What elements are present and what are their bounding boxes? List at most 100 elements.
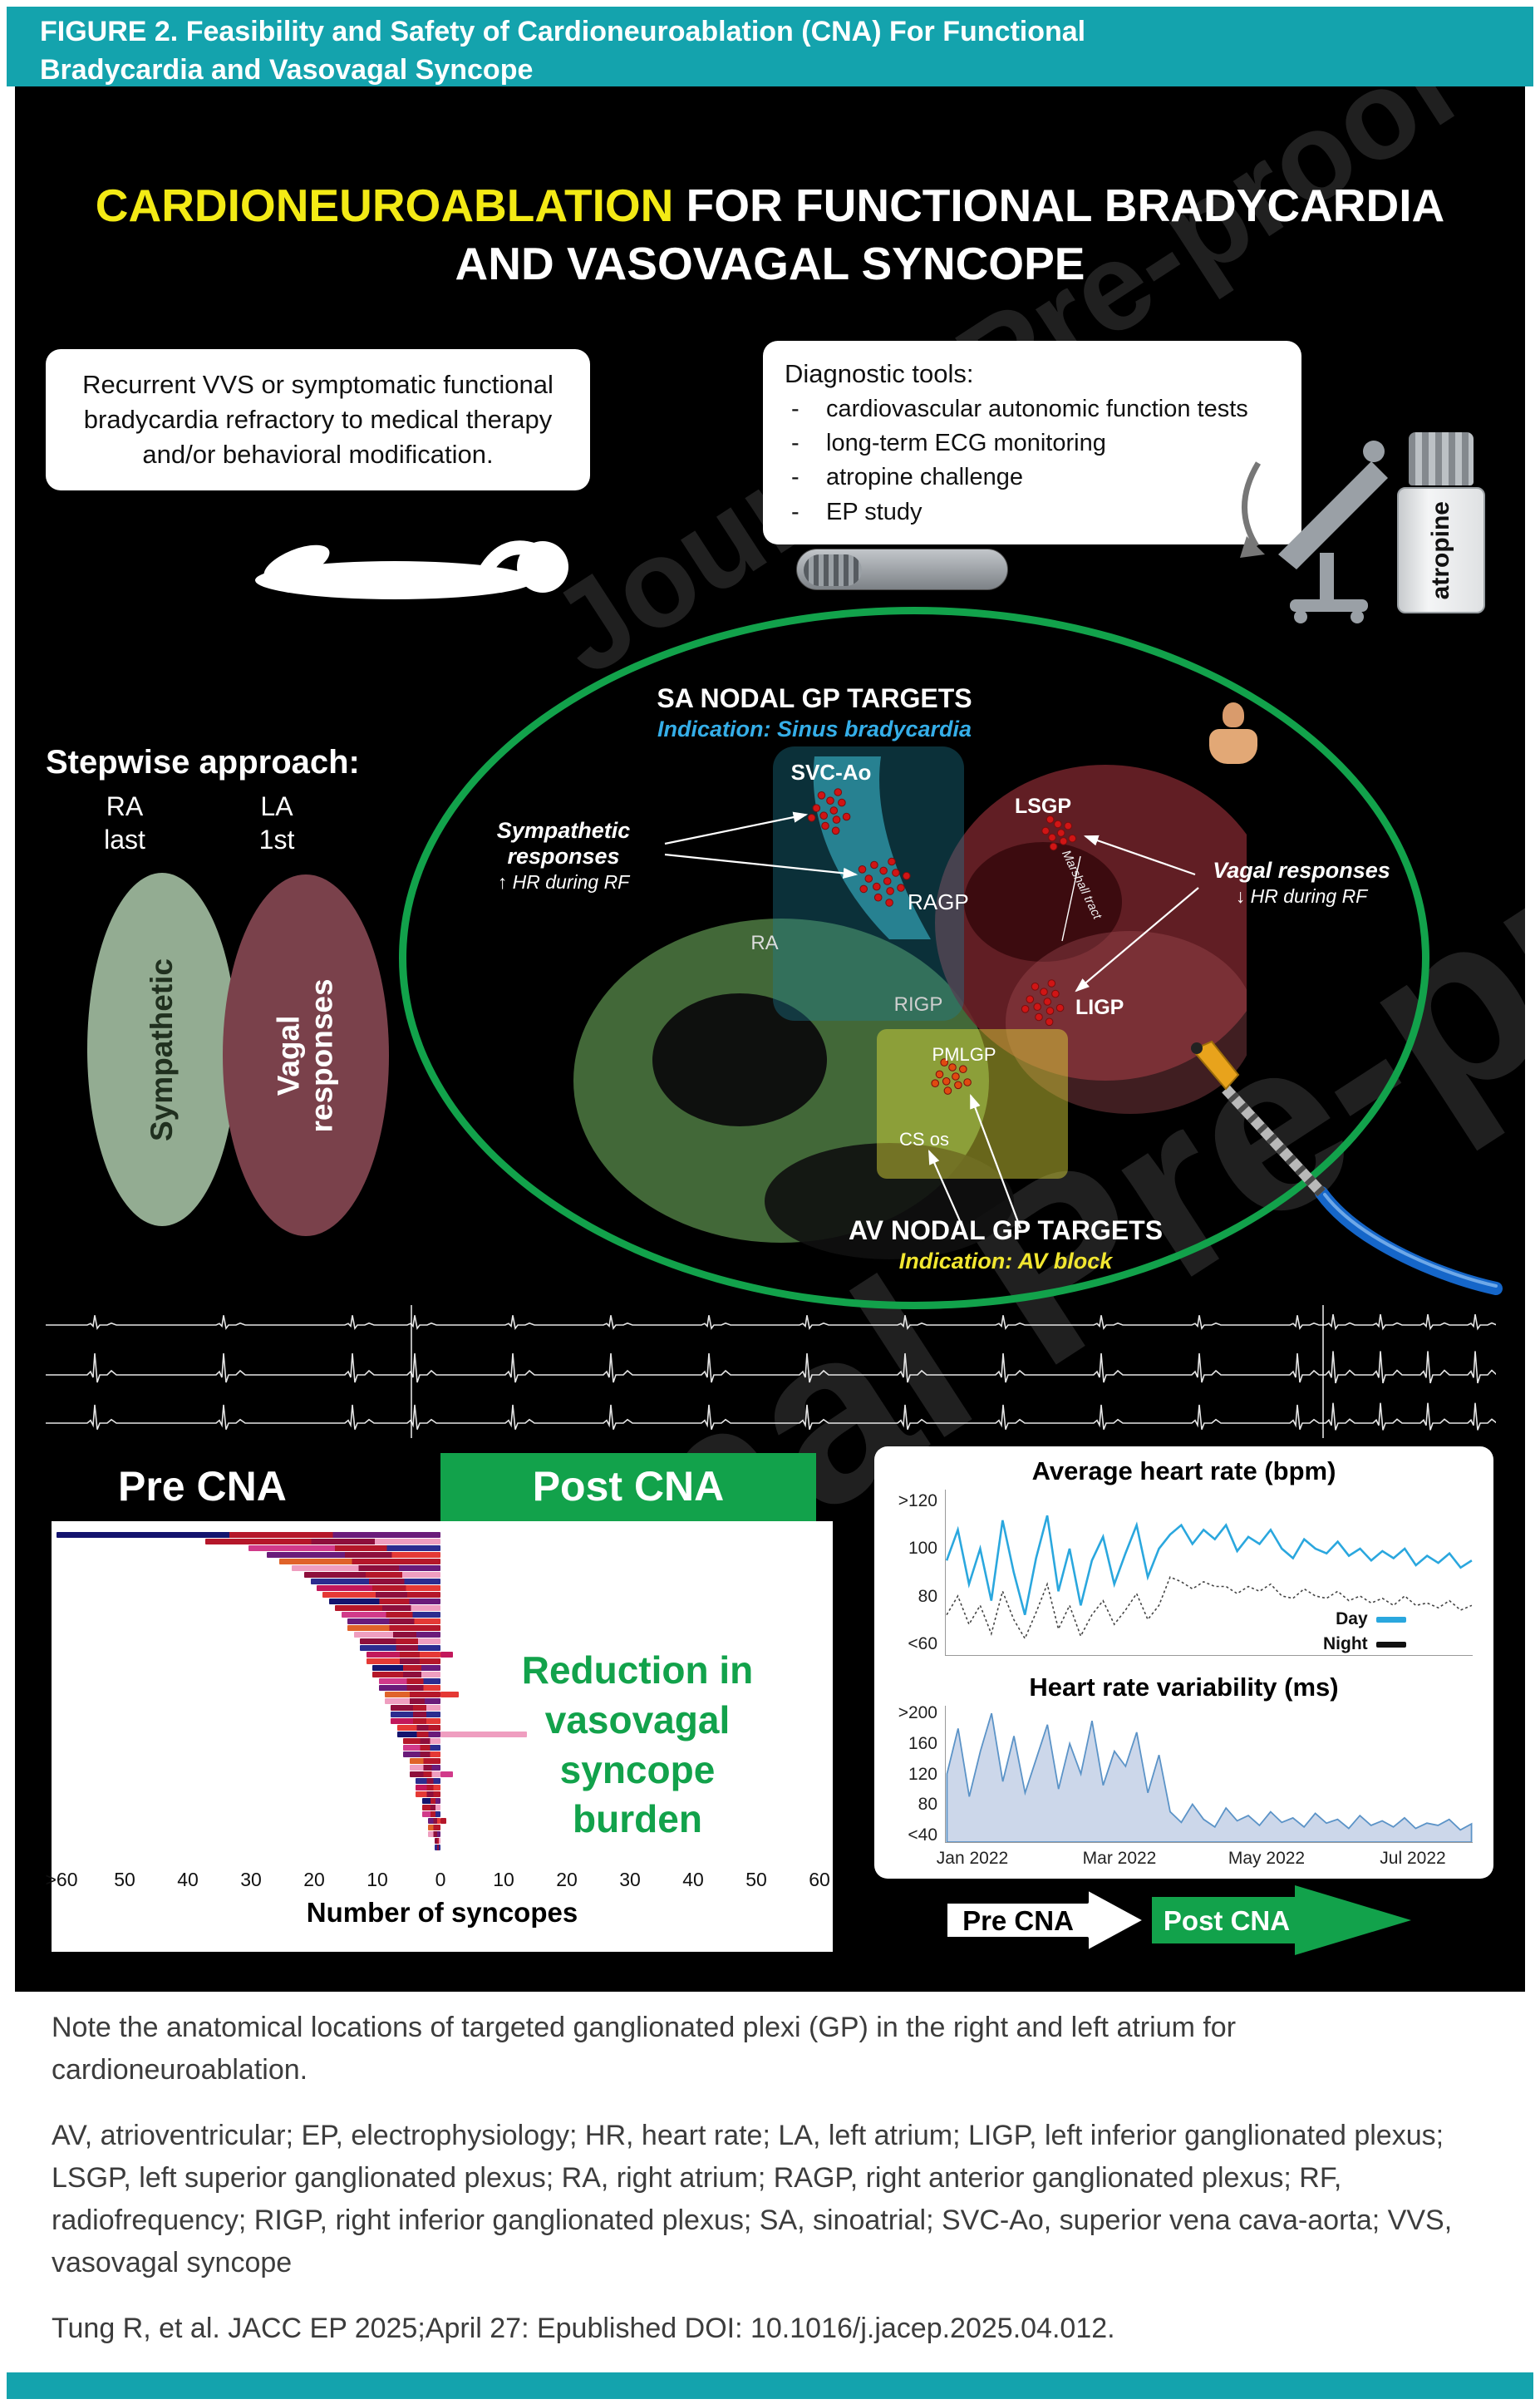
ecg-trace: [46, 1351, 1496, 1384]
ragp-label: RAGP: [908, 889, 969, 914]
axis-tick: 40: [177, 1869, 199, 1890]
syncope-bar-pre: [292, 1564, 440, 1571]
vial-label: atropine: [1427, 500, 1454, 600]
syncope-bar-post: [440, 1731, 528, 1737]
ra-step-label: RA last: [104, 791, 145, 855]
atropine-vial-icon: atropine: [1395, 432, 1488, 613]
syncope-bar-pre: [403, 1751, 440, 1757]
axis-tick: 10: [493, 1869, 514, 1890]
axis-tick: 30: [240, 1869, 262, 1890]
caption-note: Note the anatomical locations of targete…: [52, 2012, 1237, 2086]
syncope-bar-pre: [384, 1691, 440, 1697]
syncope-bar-row: [52, 1618, 833, 1624]
syncope-bar-pre: [204, 1538, 440, 1544]
loop-recorder-grid: [804, 554, 862, 586]
axis-tick: 20: [556, 1869, 578, 1890]
rigp-label: RIGP: [894, 993, 943, 1016]
ablation-catheter-icon: [1191, 1040, 1503, 1295]
y-tick: 80: [918, 1586, 937, 1606]
syncope-bar-pre: [353, 1631, 440, 1638]
axis-tick: 40: [682, 1869, 704, 1890]
syncope-bar-row: [52, 1671, 833, 1677]
syncope-chart: Reduction in vasovagal syncope burden >6…: [45, 1521, 833, 1952]
gp-cluster-svc: [807, 788, 851, 835]
syncope-bar-row: [52, 1711, 833, 1717]
hrv-chart: [945, 1706, 1473, 1843]
syncope-bar-pre: [391, 1711, 440, 1717]
syncope-bar-pre: [310, 1578, 440, 1584]
syncope-bar-pre: [391, 1717, 440, 1724]
lsgp-label: LSGP: [1015, 795, 1071, 818]
sympathetic-responses-note: Sympathetic responses ↑ HR during RF: [496, 818, 631, 893]
patient-lying-icon: [255, 540, 568, 599]
syncope-bar-post: [440, 1651, 453, 1658]
syncope-bar-row: [52, 1531, 833, 1538]
vagal-responses-note: Vagal responses ↓ HR during RF: [1213, 858, 1390, 907]
diagnostic-tools-title: Diagnostic tools:: [785, 359, 974, 388]
syncope-bar-row: [52, 1757, 833, 1764]
syncope-bar-pre: [372, 1664, 440, 1671]
syncope-bar-pre: [391, 1704, 440, 1711]
sympathetic-ellipse: Sympathetic: [87, 873, 237, 1226]
syncope-bar-row: [52, 1731, 833, 1737]
ecg-strip: [46, 1305, 1496, 1438]
syncope-bar-row: [52, 1744, 833, 1751]
tilt-table-icon: [1240, 441, 1388, 623]
series-night: [946, 1576, 1473, 1640]
syncope-bar-row: [52, 1717, 833, 1724]
syncope-bar-pre: [434, 1837, 440, 1844]
avg-hr-title: Average heart rate (bpm): [1031, 1456, 1336, 1485]
syncope-burden-panel: Pre CNA Post CNA Reduction in vasovagal …: [45, 1453, 833, 1952]
syncope-bar-pre: [434, 1844, 440, 1850]
heart-anatomy-illustration: SVC-Ao LSGP RAGP RA Marshall tract RIGP …: [573, 746, 1247, 1259]
gp-cluster-pmlgp: [931, 1058, 972, 1095]
vagal-label: Vagal responses: [272, 978, 339, 1133]
y-tick: 100: [908, 1539, 937, 1559]
syncope-bar-row: [52, 1624, 833, 1631]
syncope-bar-row: [52, 1830, 833, 1837]
axis-tick: 50: [745, 1869, 767, 1890]
post-cna-label: Post CNA: [440, 1453, 816, 1521]
syncope-bar-pre: [328, 1598, 440, 1604]
syncope-bar-row: [52, 1571, 833, 1578]
diagnostic-item: -cardiovascular autonomic function tests: [791, 396, 1248, 423]
syncope-bar-row: [52, 1771, 833, 1777]
syncope-bar-row: [52, 1544, 833, 1551]
syncope-bar-row: [52, 1677, 833, 1684]
torso-chest: [1209, 729, 1257, 764]
syncope-bar-pre: [366, 1651, 440, 1658]
pre-post-flow: Pre CNA Post CNA: [944, 1885, 1411, 1955]
svc-ao-label: SVC-Ao: [791, 760, 872, 785]
syncope-bar-pre: [416, 1784, 440, 1791]
vial-body: atropine: [1397, 487, 1485, 613]
vagal-ellipse: Vagal responses: [223, 874, 389, 1236]
torso-head: [1223, 702, 1244, 727]
syncope-bar-post: [440, 1691, 460, 1697]
syncope-bar-post: [440, 1771, 453, 1777]
x-tick: Jan 2022: [936, 1849, 1009, 1868]
ecg-trace: [46, 1402, 1496, 1431]
syncope-bar-row: [52, 1797, 833, 1804]
syncope-bar-row: [52, 1644, 833, 1651]
caption-abbreviations: AV, atrioventricular; EP, electrophysiol…: [52, 2120, 1453, 2278]
syncope-bar-row: [52, 1551, 833, 1558]
syncope-bar-pre: [403, 1744, 440, 1751]
syncope-bar-pre: [384, 1697, 440, 1704]
caption-citation: Tung R, et al. JACC EP 2025;April 27: Ep…: [52, 2313, 1115, 2344]
diagnostic-tools-box: Diagnostic tools: -cardiovascular autono…: [763, 341, 1301, 544]
avg-hr-chart: [945, 1490, 1473, 1656]
syncope-bar-row: [52, 1604, 833, 1611]
sa-nodal-indication: Indication: Sinus bradycardia: [657, 717, 972, 741]
gp-cluster-ragp: [858, 857, 911, 907]
y-tick: >120: [898, 1491, 937, 1511]
legend-night-label: Night: [1323, 1634, 1368, 1653]
syncope-bar-row: [52, 1810, 833, 1817]
syncope-bar-pre: [317, 1584, 440, 1591]
syncope-bar-pre: [360, 1644, 440, 1651]
syncope-bar-pre: [304, 1571, 440, 1578]
x-tick: Mar 2022: [1082, 1849, 1157, 1868]
flow-pre-label: Pre CNA: [962, 1905, 1074, 1936]
hrv-title: Heart rate variability (ms): [1029, 1672, 1339, 1702]
syncope-bar-row: [52, 1791, 833, 1797]
